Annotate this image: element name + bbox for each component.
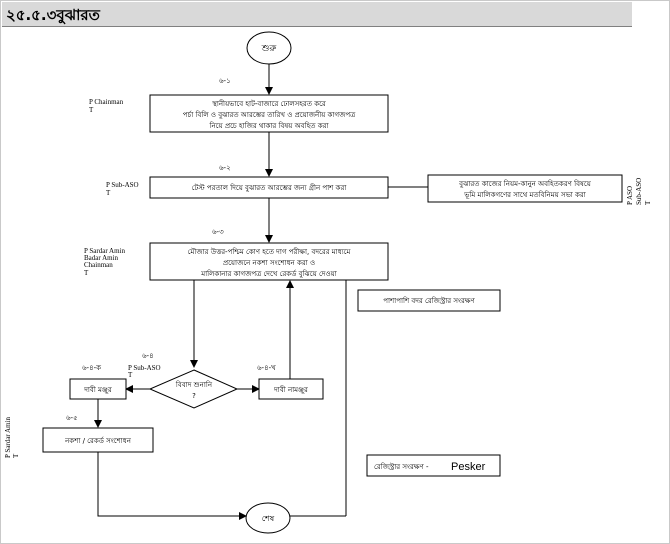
process-box-record-correction xyxy=(42,427,154,453)
role-step2-line1: P Sub-ASO xyxy=(106,181,139,189)
role-step5-line2: T xyxy=(12,453,20,458)
process-box-claim-rejected xyxy=(258,378,324,400)
record-correction-label: নকশা / রেকর্ড সংশোধন xyxy=(64,437,132,445)
process-box-badar-register xyxy=(357,289,501,312)
step-number-4: ৬-৪ xyxy=(142,352,154,360)
role-step4-line2: T xyxy=(128,371,133,379)
role-step4-line1: P Sub-ASO xyxy=(128,364,161,372)
pesker-register-label: রেজিস্ট্রার সংরক্ষণ - xyxy=(374,463,429,471)
meeting-line1: বুঝারত কাজের নিয়ম-কানুন অবহিতকরণ বিষয়ে xyxy=(458,180,592,188)
box3-line3: মালিকানার কাগজপত্র দেখে রেকর্ড বুঝিয়ে দ… xyxy=(200,270,338,278)
role-step1-line2: T xyxy=(89,106,94,114)
box3-line2: প্রয়োজনে নকশা সংশোধন করা ও xyxy=(223,259,315,267)
role-step3-line3: Chainman xyxy=(84,261,113,269)
process-box-plot-check xyxy=(149,242,389,281)
role-step1-line1: P Chainman xyxy=(89,98,124,106)
role-step5-line1: P Sardar Amin xyxy=(4,417,12,458)
role-meeting-line2: Sub-ASO xyxy=(635,178,643,205)
start-terminal xyxy=(246,31,292,65)
decision-line1: বিবাদ শুনানি xyxy=(175,381,213,389)
step-number-3: ৬-৩ xyxy=(212,228,224,236)
role-step2-line2: T xyxy=(106,189,111,197)
badar-register-label: পাশাপাশি বদর রেজিস্ট্রার সংরক্ষণ xyxy=(383,297,475,305)
claim-rejected-label: দাবী নামঞ্জুর xyxy=(273,385,308,394)
step-number-5: ৬-৫ xyxy=(66,414,78,422)
claim-accepted-label: দাবী মঞ্জুর xyxy=(83,385,112,394)
role-step3-line4: T xyxy=(84,269,89,277)
step-number-4-ka: ৬-৪-ক xyxy=(82,364,101,372)
section-header: ২৫.৫.৩বুঝারত xyxy=(2,2,632,27)
step-number-2: ৬-২ xyxy=(219,164,231,172)
role-meeting-line3: T xyxy=(644,200,652,205)
box2-line1: টেস্ট পরতাল দিয়ে বুঝারত আরম্ভের জন্য গ্… xyxy=(192,183,348,192)
role-meeting-line1: P ASO xyxy=(626,186,634,205)
box3-line1: মৌজার উত্তর-পশ্চিম কোণ হতে দাগ পরীক্ষা, … xyxy=(188,247,351,256)
process-box-notice xyxy=(149,94,389,133)
process-box-green-pass xyxy=(149,176,389,199)
arrow-correct-to-end xyxy=(97,452,247,520)
start-label: শুরু xyxy=(261,44,278,54)
pesker-register-name: Pesker xyxy=(451,461,486,473)
process-box-meeting xyxy=(427,174,623,203)
role-step3-line2: Badar Amin xyxy=(84,254,119,262)
section-title: ২৫.৫.৩বুঝারত xyxy=(6,6,100,24)
step-number-4-kha: ৬-৪-খ xyxy=(257,364,276,372)
meeting-line2: ভূমি মালিকগণের সাথে মতবিনিময় সভা করা xyxy=(463,191,587,199)
role-step3-line1: P Sardar Amin xyxy=(84,247,125,255)
box1-line2: পর্চা বিলি ও বুঝারত আরম্ভের তারিখ ও প্রয… xyxy=(183,110,356,119)
end-label: শেষ xyxy=(262,514,275,523)
decision-line2: ? xyxy=(192,392,196,400)
step-number-1: ৬-১ xyxy=(219,77,231,85)
box1-line3: নিয়ে প্রচে হাজির থাকার বিষয় অবহিত করা xyxy=(209,122,330,130)
decision-hearing xyxy=(148,369,239,409)
end-terminal xyxy=(245,502,291,534)
process-box-pesker-register xyxy=(366,454,501,477)
box1-line1: স্থানীয়ভাবে হাট-বাজারে ঢোলসহরত করে xyxy=(211,99,326,108)
process-box-claim-accepted xyxy=(69,378,127,400)
